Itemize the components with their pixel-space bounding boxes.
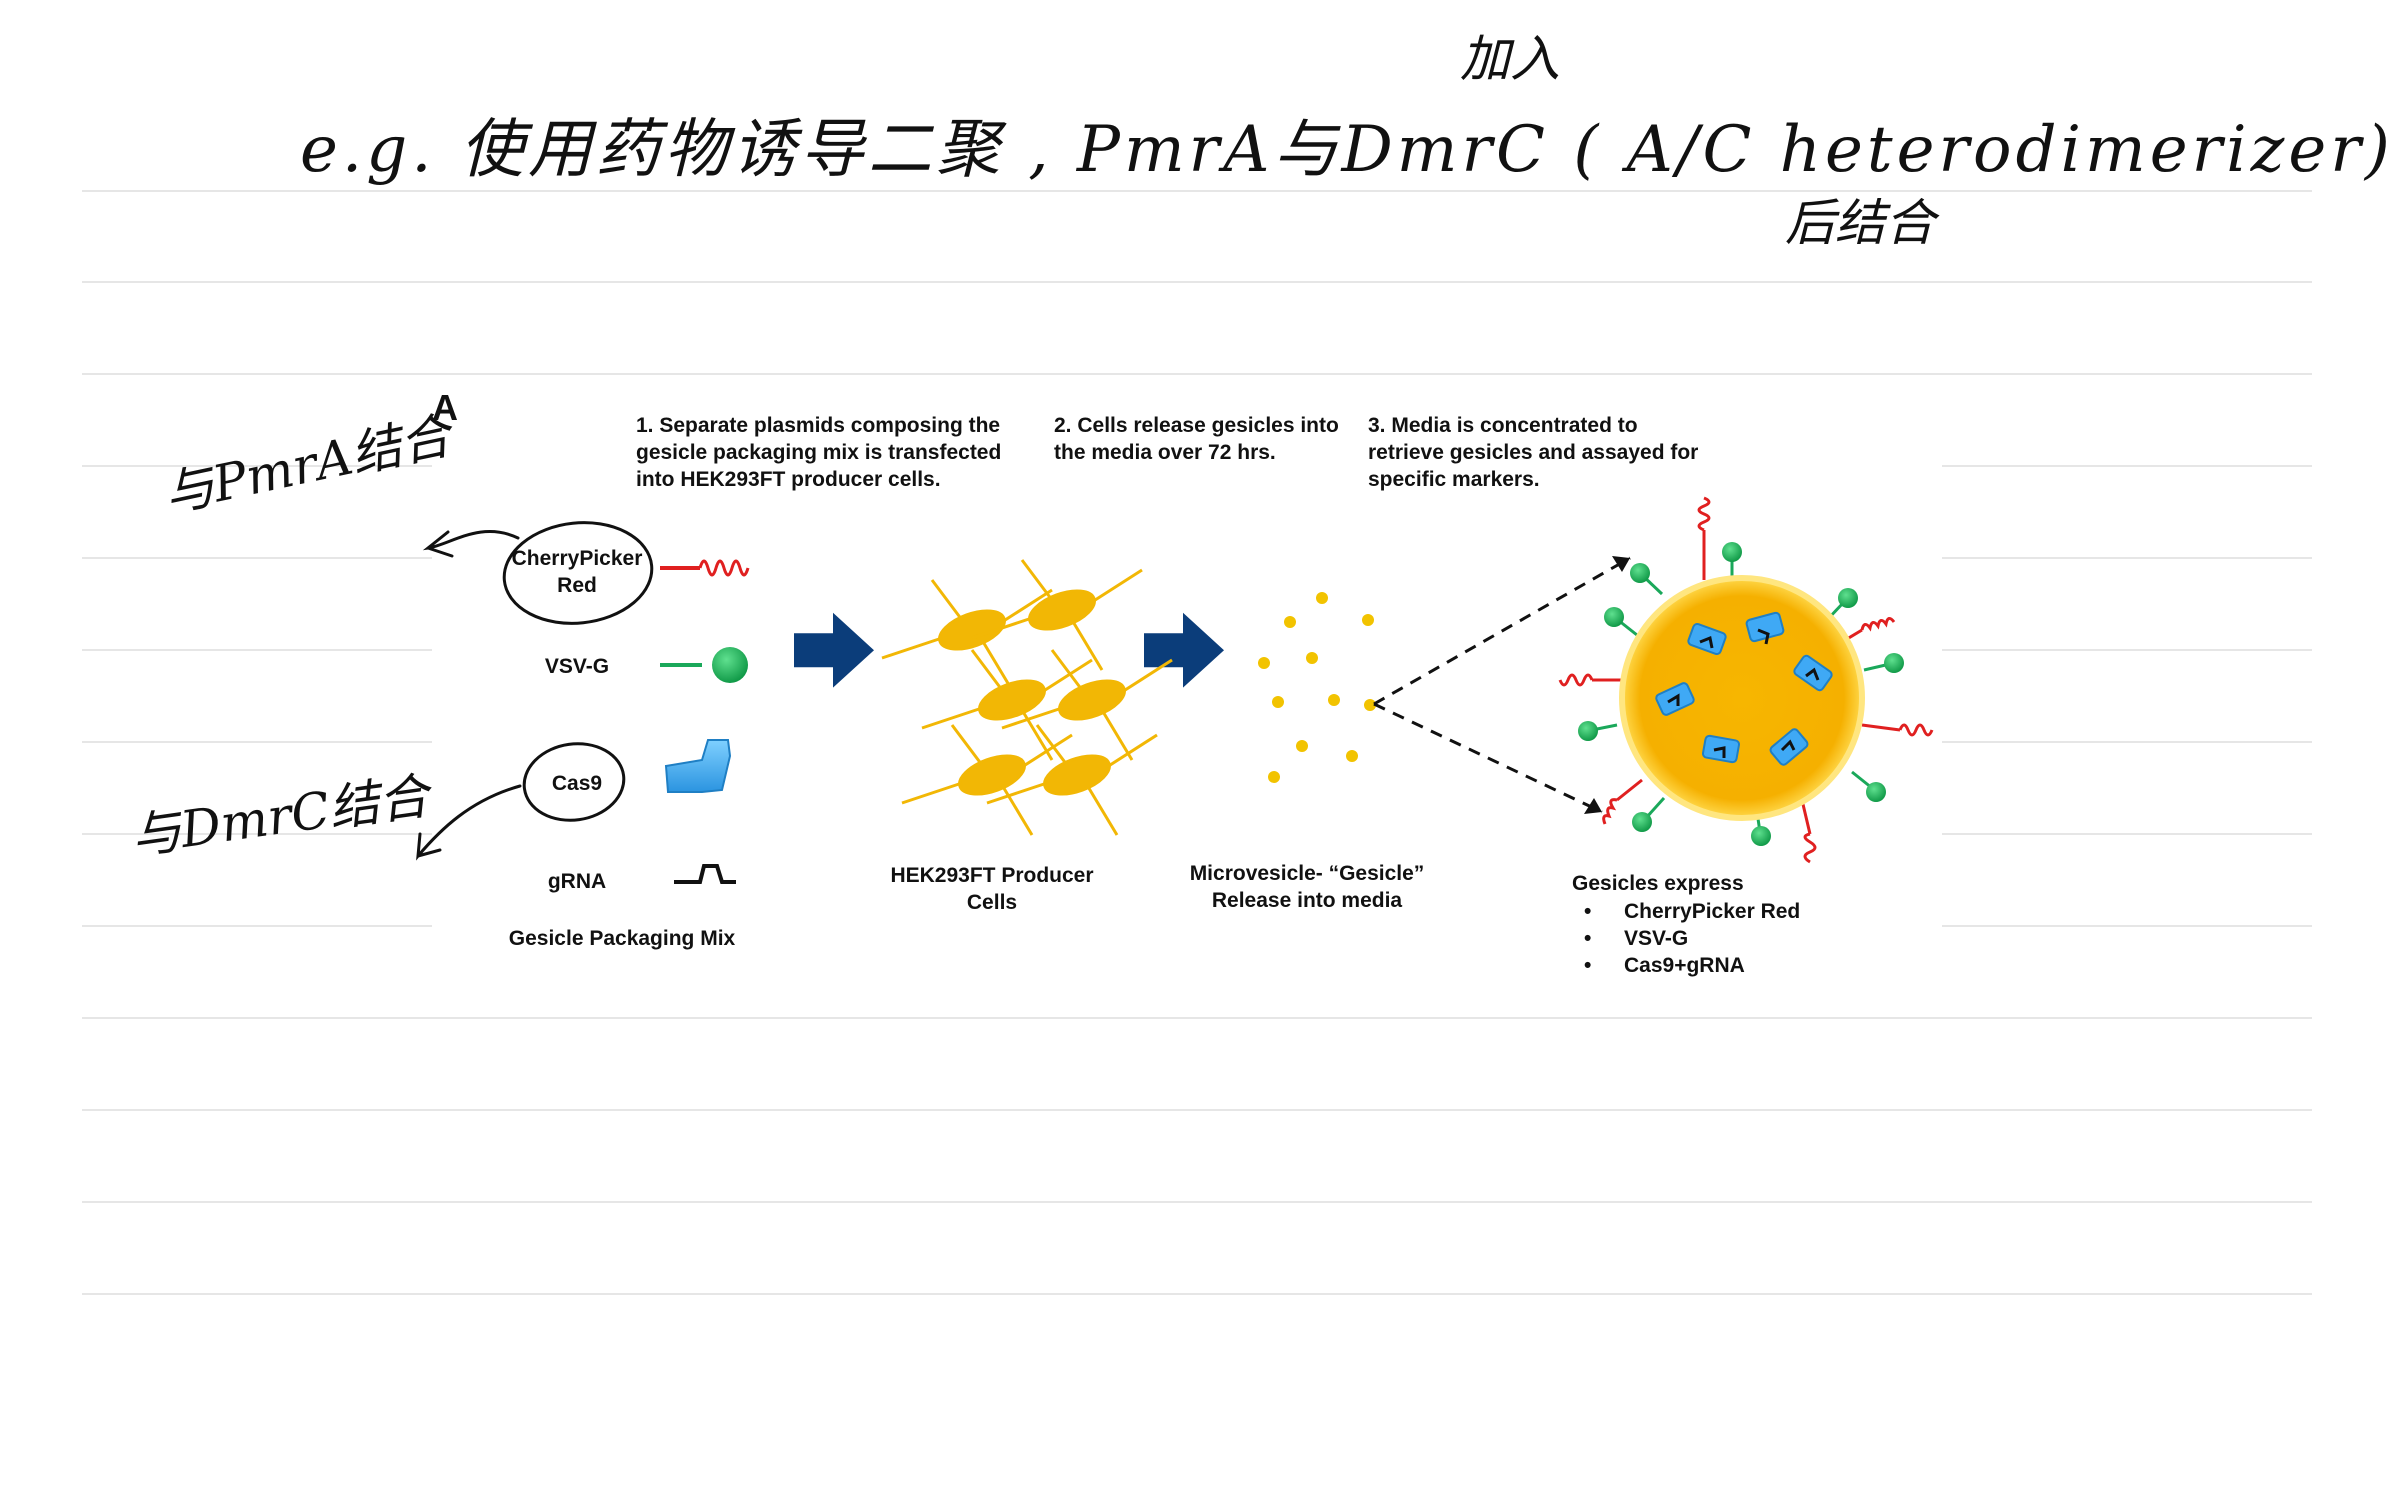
cherrypicker-icon (660, 559, 750, 577)
ruled-line (82, 281, 2312, 283)
zoom-arrowhead-top (1612, 556, 1630, 572)
marker-item: Cas9+gRNA (1584, 952, 1800, 979)
gesicle (1558, 496, 1934, 864)
arrow-2 (1144, 612, 1224, 688)
producer-cells (881, 559, 1173, 836)
gesicle-figure: A 1. Separate plasmids composing the ges… (432, 380, 1942, 990)
microvesicle-dots (1258, 592, 1376, 783)
marker-item: CherryPicker Red (1584, 898, 1800, 925)
step-1-text: 1. Separate plasmids composing the gesic… (636, 414, 1002, 491)
handwritten-after-note: 后结合 (1785, 194, 1935, 252)
ruled-line (82, 1109, 2312, 1111)
circle-cherrypicker-annotation (502, 521, 654, 625)
arrow-to-dmrc-note (416, 784, 522, 861)
ruled-line (82, 1017, 2312, 1019)
marker-list: CherryPicker Red VSV-G Cas9+gRNA (1584, 898, 1800, 979)
arrow-1 (794, 612, 874, 688)
vesicle-caption: Microvesicle- “Gesicle” Release into med… (1189, 862, 1425, 912)
handwritten-add-note: 加入 (1460, 30, 1560, 88)
figure-graphics (660, 496, 1934, 884)
step-3-text: 3. Media is concentrated to retrieve ges… (1368, 414, 1699, 491)
cas9-icon (664, 739, 732, 793)
marker-item: VSV-G (1584, 925, 1800, 952)
gesicles-title: Gesicles express (1572, 872, 1744, 895)
panel-letter: A (432, 387, 458, 428)
cells-caption: HEK293FT Producer Cells (890, 864, 1094, 914)
mix-label-vsvg: VSV-G (544, 655, 610, 678)
arrow-to-pmra-note (422, 530, 520, 558)
ruled-line (82, 373, 2312, 375)
handwritten-title: e.g. 使用药物诱导二聚 , PmrA与DmrC ( A/C heterodi… (300, 113, 2386, 187)
circle-cas9-annotation (522, 742, 626, 822)
mix-label-grna: gRNA (547, 870, 607, 893)
mix-caption: Gesicle Packaging Mix (508, 927, 736, 950)
mix-label-cas9: Cas9 (551, 772, 603, 795)
grna-icon (674, 864, 736, 884)
ruled-line (82, 190, 2312, 192)
ruled-line (82, 1201, 2312, 1203)
ruled-line (82, 1293, 2312, 1295)
zoom-lines (1373, 556, 1631, 814)
step-2-text: 2. Cells release gesicles into the media… (1054, 414, 1339, 464)
mix-label-cherrypicker: CherryPicker Red (511, 547, 643, 597)
vsvg-icon (660, 647, 748, 683)
zoom-arrowhead-bottom (1584, 798, 1602, 814)
